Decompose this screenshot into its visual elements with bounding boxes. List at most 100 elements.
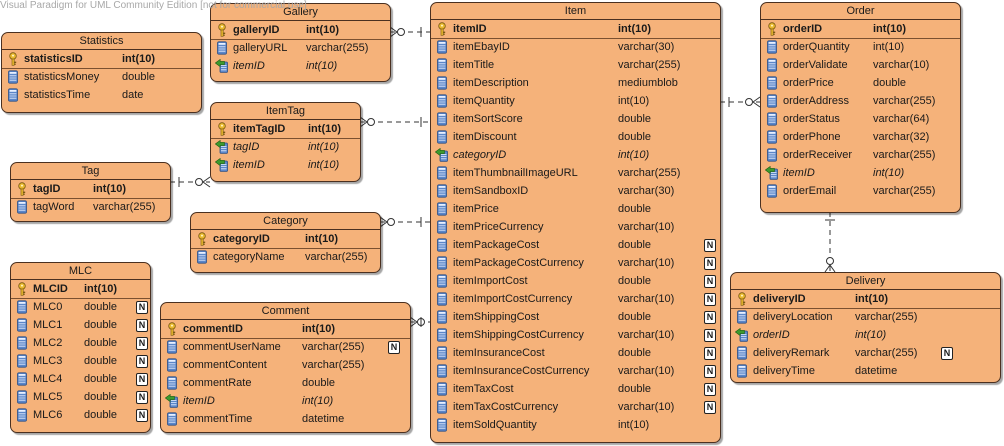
column-name: commentRate (183, 377, 252, 389)
column-type: double (618, 131, 652, 143)
column-icon (735, 346, 749, 360)
column-type: varchar(255) (302, 359, 365, 371)
column-type: varchar(10) (618, 401, 675, 413)
key-icon (435, 22, 449, 36)
crowfoot-mark (409, 321, 418, 328)
column-type: varchar(10) (873, 59, 930, 71)
crowfoot-mark (752, 101, 761, 108)
column-type: int(10) (873, 167, 905, 179)
column-icon (435, 220, 449, 234)
column-type: double (618, 239, 652, 251)
column-name: itemSortScore (453, 113, 523, 125)
column-type: varchar(255) (306, 42, 369, 54)
column-name: MLC4 (33, 373, 63, 385)
column-icon (6, 70, 20, 84)
column-icon (735, 364, 749, 378)
column-name: itemTaxCost (453, 383, 514, 395)
column-icon (435, 166, 449, 180)
crowfoot-mark (359, 121, 368, 128)
column-icon (435, 112, 449, 126)
crowfoot-mark (202, 176, 211, 183)
entity-title: Category (191, 213, 380, 230)
key-icon (15, 282, 29, 296)
column-icon (165, 376, 179, 390)
